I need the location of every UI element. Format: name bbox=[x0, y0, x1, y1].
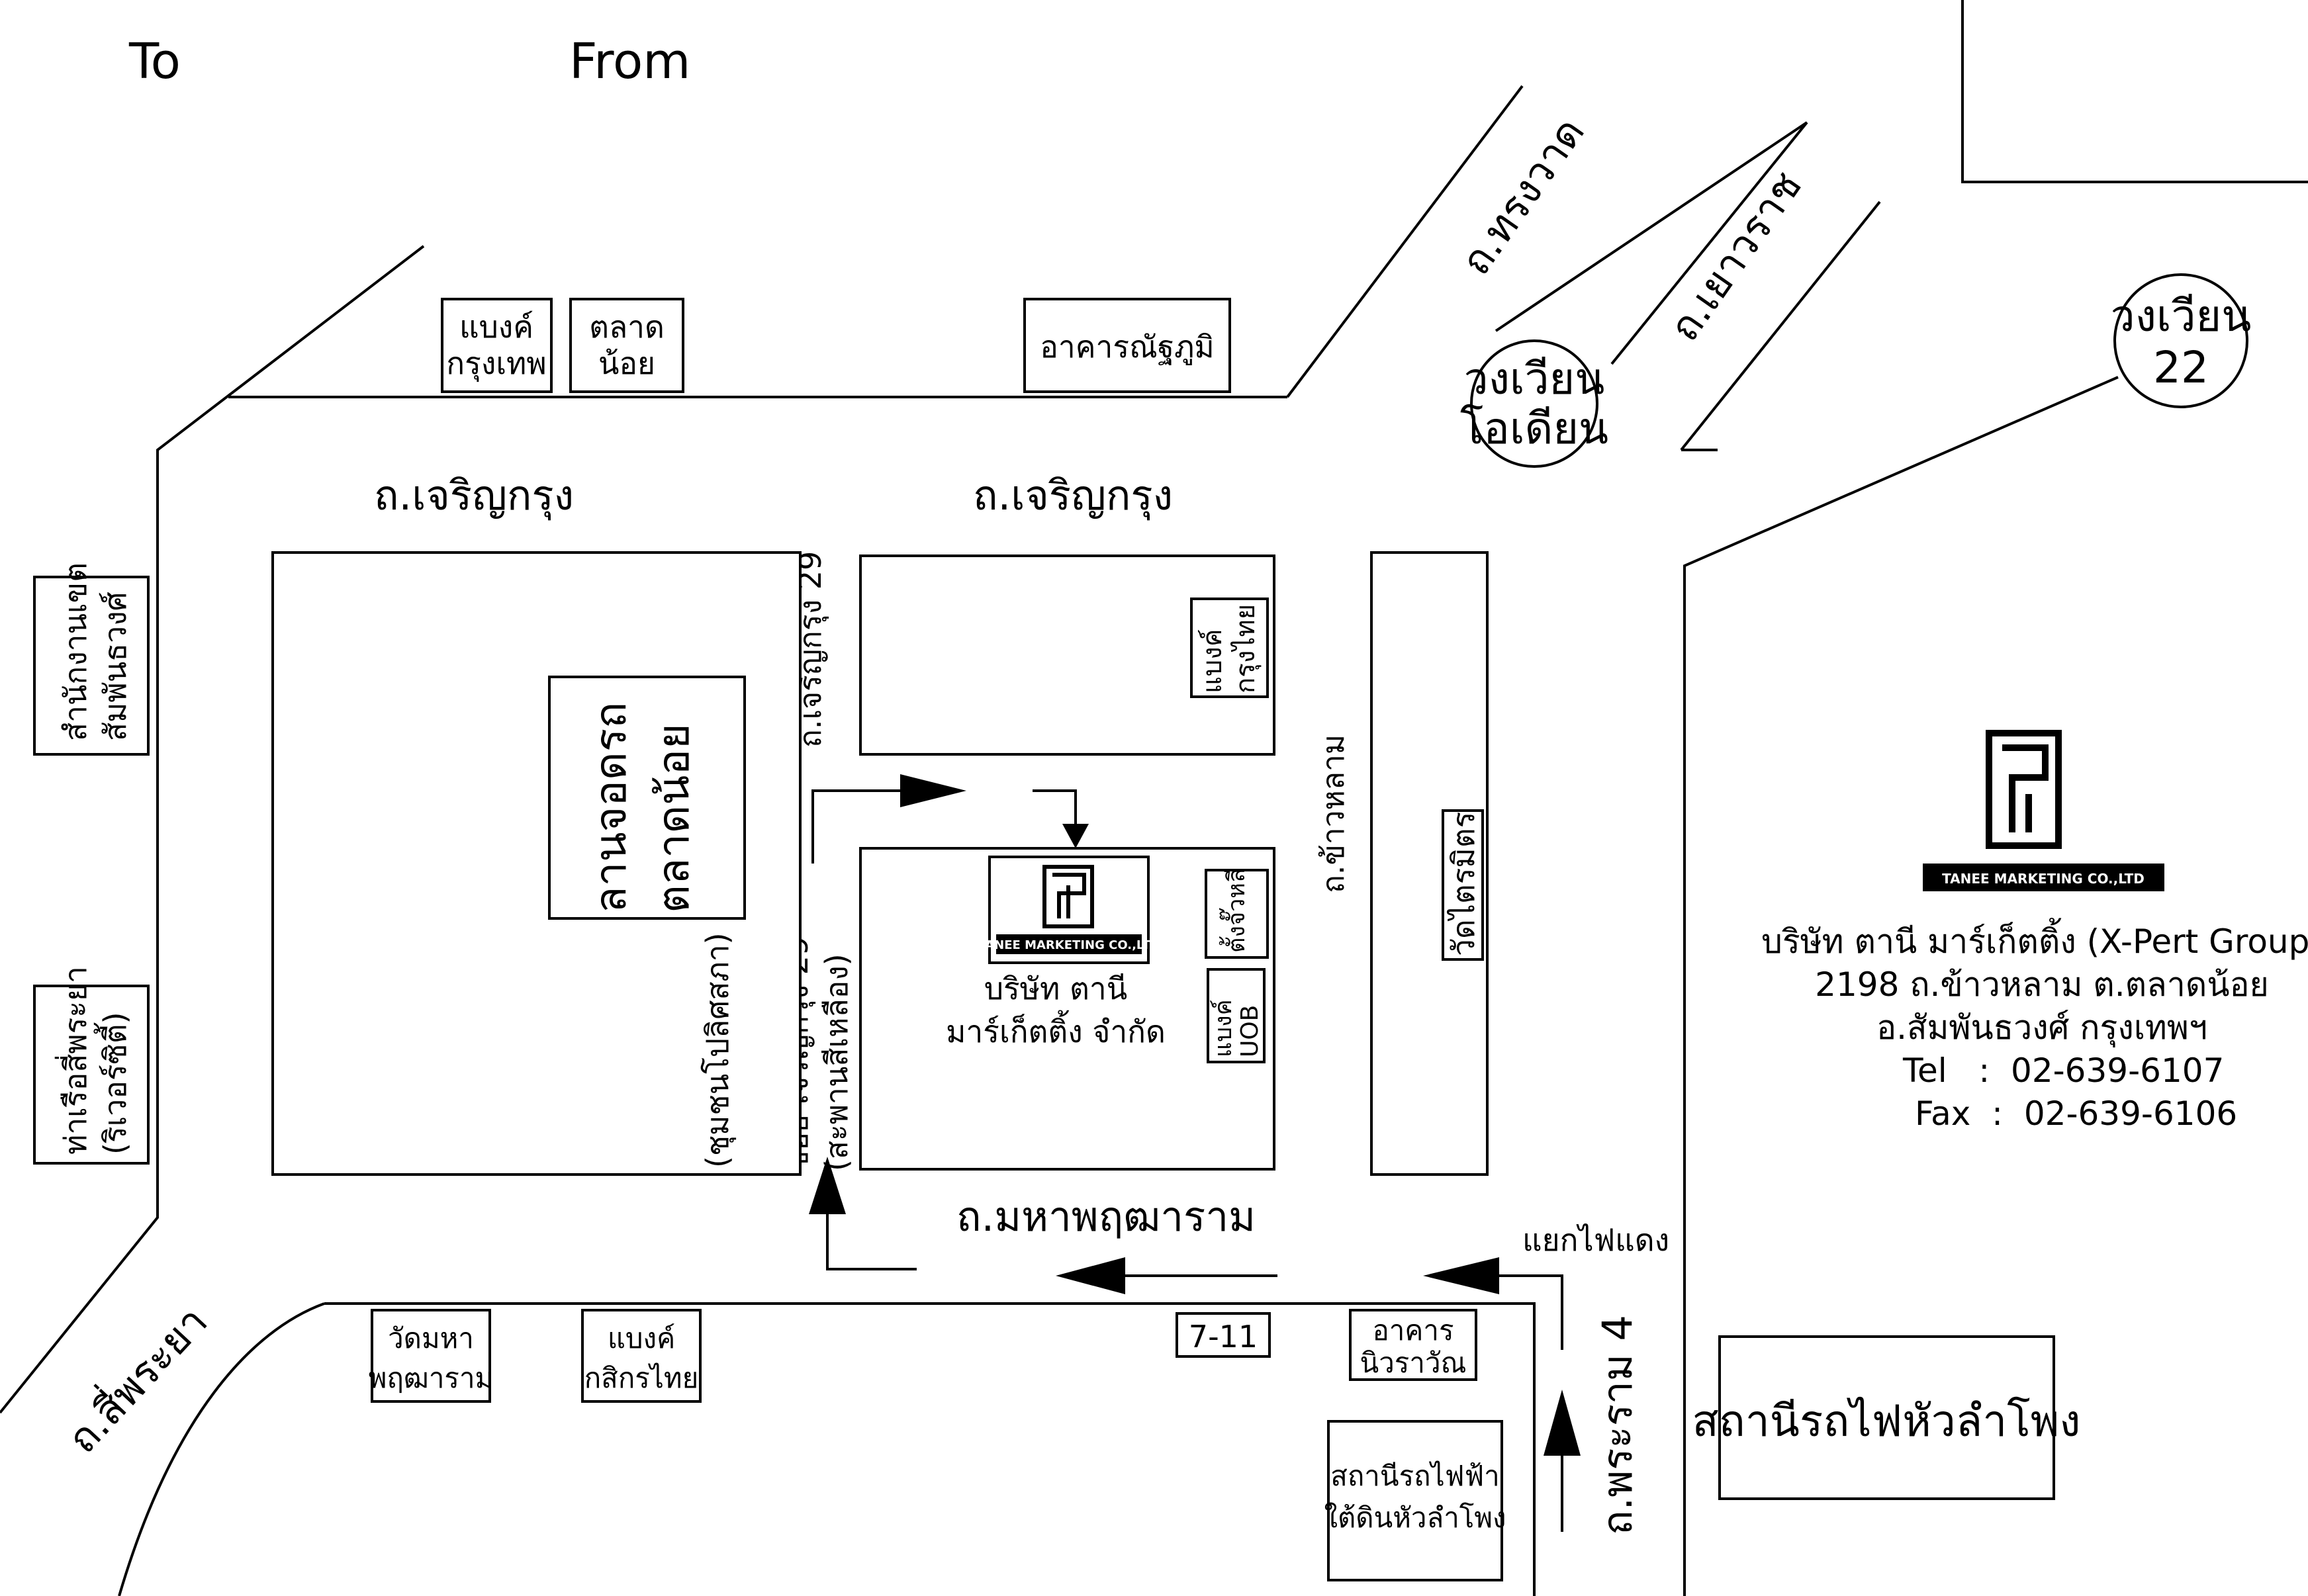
road-si-phraya: ถ.สี่พระยา bbox=[55, 1294, 216, 1462]
company-info-tel: Tel : 02-639-6107 bbox=[1902, 1051, 2224, 1090]
svg-text:สัมพันธวงศ์: สัมพันธวงศ์ bbox=[97, 592, 133, 741]
left-block: ลานจอดรถ ตลาดน้อย (ชุมชนโปลิศสภา) bbox=[271, 551, 802, 1176]
uob-bank bbox=[1207, 968, 1266, 1063]
from-label: From bbox=[569, 33, 690, 90]
company-logo-caption: TANEE MARKETING CO.,LTD bbox=[978, 938, 1160, 952]
wat-maha-pruettaram: วัดมหา พฤฒาราม bbox=[369, 1309, 493, 1403]
svg-text:วัดมหา: วัดมหา bbox=[388, 1322, 474, 1354]
svg-text:UOB: UOB bbox=[1236, 1005, 1264, 1057]
wat-traimit: วัดไตรมิตร bbox=[1370, 551, 1489, 1176]
svg-text:7-11: 7-11 bbox=[1189, 1319, 1258, 1354]
svg-text:อาคาร: อาคาร bbox=[1372, 1314, 1454, 1347]
svg-text:กรุงเทพ: กรุงเทพ bbox=[446, 345, 546, 382]
svg-text:ลานจอดรถ: ลานจอดรถ bbox=[585, 702, 636, 913]
road-soi-29-line2: (สะพานสีเหลือง) bbox=[819, 953, 854, 1171]
seven-eleven: 7-11 bbox=[1176, 1312, 1271, 1358]
road-khao-lam: ถ.ข้าวหลาม bbox=[1315, 734, 1351, 893]
si-phraya-pier: ท่าเรือสี่พระยา (ริเวอร์ซิตี้) bbox=[33, 966, 150, 1165]
svg-text:แบงค์: แบงค์ bbox=[608, 1322, 675, 1354]
svg-text:สำนักงานเขต: สำนักงานเขต bbox=[58, 562, 93, 741]
road-rama4: ถ.พระราม 4 bbox=[1593, 1315, 1641, 1535]
company-info-logo-caption: TANEE MARKETING CO.,LTD bbox=[1942, 871, 2145, 887]
svg-text:นิวราวัณ: นิวราวัณ bbox=[1360, 1347, 1467, 1379]
company-info-address2: อ.สัมพันธวงศ์ กรุงเทพฯ bbox=[1876, 1008, 2207, 1047]
road-songwat: ถ.ทรงวาด bbox=[1451, 109, 1594, 283]
svg-text:กรุงไทย: กรุงไทย bbox=[1230, 604, 1262, 693]
svg-text:แบงค์: แบงค์ bbox=[1210, 999, 1237, 1057]
route-arrows bbox=[809, 774, 1581, 1532]
odeon-line2: โอเดียน bbox=[1460, 403, 1608, 454]
roundabout-22: วงเวียน 22 bbox=[2111, 273, 2252, 408]
to-label: To bbox=[128, 33, 181, 90]
svg-text:ตลาดน้อย: ตลาดน้อย bbox=[648, 723, 699, 913]
svg-text:อาคารณัฐภูมิ: อาคารณัฐภูมิ bbox=[1040, 329, 1214, 365]
ciang-huat bbox=[1205, 869, 1269, 959]
company-block: TANEE MARKETING CO.,LTD บริษัท ตานี มาร์… bbox=[859, 847, 1275, 1171]
road-yaowarat: ถ.เยาวราช bbox=[1659, 162, 1811, 349]
parking-lot bbox=[548, 676, 746, 920]
company-info-address1: 2198 ถ.ข้าวหลาม ต.ตลาดน้อย bbox=[1815, 965, 2269, 1004]
nathaphum-building: อาคารณัฐภูมิ bbox=[1023, 298, 1231, 393]
circle22-line2: 22 bbox=[2153, 342, 2209, 393]
road-maha-pruettaram: ถ.มหาพฤฒาราม bbox=[956, 1192, 1256, 1241]
circle22-line1: วงเวียน bbox=[2111, 290, 2252, 341]
company-name-line1: บริษัท ตานี bbox=[984, 971, 1127, 1006]
niwarawan-building: อาคาร นิวราวัณ bbox=[1349, 1309, 1477, 1381]
krungthai-bank bbox=[1190, 598, 1269, 698]
svg-text:ตั้งจั๊วหลี: ตั้งจั๊วหลี bbox=[1219, 868, 1250, 953]
svg-text:กสิกรไทย: กสิกรไทย bbox=[584, 1362, 698, 1394]
company-info-name: บริษัท ตานี มาร์เก็ตติ้ง (X-Pert Group) bbox=[1761, 918, 2308, 961]
svg-text:น้อย: น้อย bbox=[598, 345, 655, 381]
roundabout-odeon: วงเวียน โอเดียน bbox=[1460, 339, 1608, 468]
road-charoen-krung-left: ถ.เจริญกรุง bbox=[374, 471, 574, 520]
company-logo-icon bbox=[1042, 865, 1094, 928]
traffic-light-junction: แยกไฟแดง bbox=[1522, 1222, 1669, 1258]
odeon-line1: วงเวียน bbox=[1464, 353, 1605, 404]
road-charoen-krung-right: ถ.เจริญกรุง bbox=[973, 471, 1173, 520]
company-info-fax: Fax : 02-639-6106 bbox=[1915, 1094, 2237, 1133]
svg-text:แบงค์: แบงค์ bbox=[1197, 629, 1228, 693]
company-info-logo-icon bbox=[1986, 730, 2062, 849]
svg-text:ท่าเรือสี่พระยา: ท่าเรือสี่พระยา bbox=[54, 966, 93, 1155]
company-name-line2: มาร์เก็ตติ้ง จำกัด bbox=[946, 1010, 1166, 1049]
community-label: (ชุมชนโปลิศสภา) bbox=[700, 932, 737, 1168]
svg-text:พฤฒาราม: พฤฒาราม bbox=[369, 1362, 493, 1394]
district-office: สำนักงานเขต สัมพันธวงศ์ bbox=[33, 562, 150, 756]
svg-text:(ริเวอร์ซิตี้): (ริเวอร์ซิตี้) bbox=[93, 1012, 133, 1155]
svg-text:สถานีรถไฟฟ้า: สถานีรถไฟฟ้า bbox=[1330, 1460, 1500, 1492]
svg-text:ใต้ดินหัวลำโพง: ใต้ดินหัวลำโพง bbox=[1324, 1501, 1506, 1534]
company-info-panel: TANEE MARKETING CO.,LTD บริษัท ตานี มาร์… bbox=[1761, 730, 2308, 1133]
bangkok-bank: แบงค์ กรุงเทพ bbox=[441, 298, 553, 393]
svg-text:สถานีรถไฟหัวลำโพง: สถานีรถไฟหัวลำโพง bbox=[1692, 1396, 2080, 1446]
hualamphong-station: สถานีรถไฟหัวลำโพง bbox=[1692, 1335, 2081, 1500]
svg-text:ตลาด: ตลาด bbox=[589, 309, 665, 345]
top-middle-block: แบงค์ กรุงไทย bbox=[859, 554, 1275, 756]
svg-text:แบงค์: แบงค์ bbox=[459, 309, 533, 345]
talad-noi-box: ตลาด น้อย bbox=[569, 298, 684, 393]
kasikorn-bank: แบงค์ กสิกรไทย bbox=[581, 1309, 702, 1403]
mrt-hualamphong: สถานีรถไฟฟ้า ใต้ดินหัวลำโพง bbox=[1324, 1420, 1506, 1581]
svg-text:วัดไตรมิตร: วัดไตรมิตร bbox=[1446, 812, 1481, 956]
